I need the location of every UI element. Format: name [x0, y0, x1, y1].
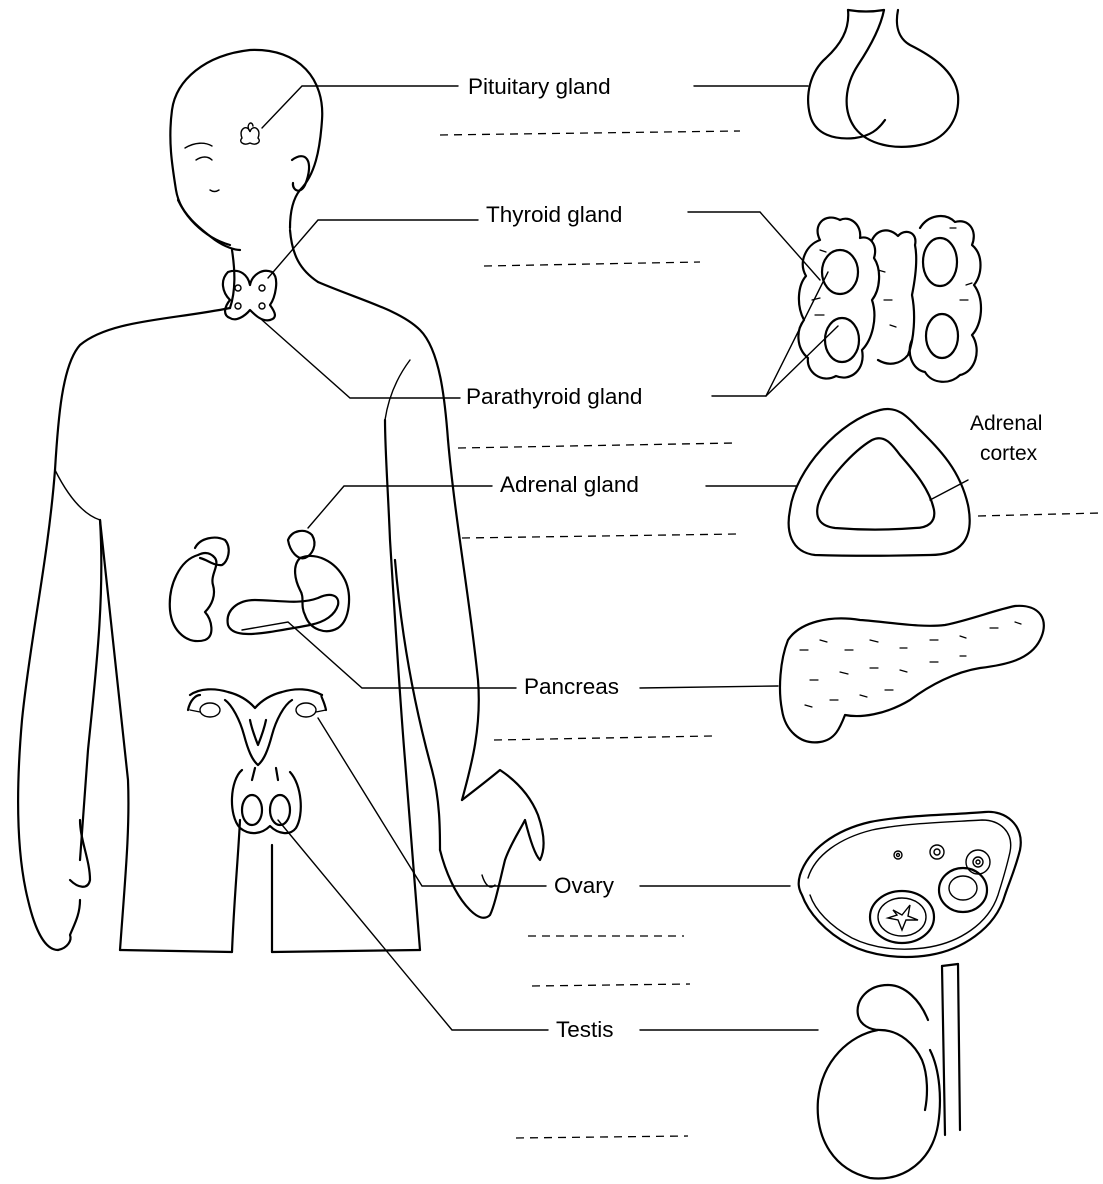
body-pancreas-illustration	[228, 595, 339, 634]
blank-testis	[516, 1136, 688, 1138]
testis-detail-illustration	[818, 964, 960, 1178]
pancreas-detail-illustration	[780, 606, 1044, 743]
blank-adrenal-cortex	[978, 513, 1100, 516]
pituitary-detail-illustration	[808, 10, 958, 147]
uterus-ovaries-illustration	[188, 689, 326, 765]
blank-thyroid	[484, 262, 700, 266]
label-thyroid-gland: Thyroid gland	[486, 202, 622, 227]
label-adrenal-cortex-line2: cortex	[980, 442, 1038, 465]
ovary-detail-illustration	[799, 812, 1021, 957]
thyroid-detail-illustration	[798, 216, 981, 382]
blank-parathyroid	[458, 443, 735, 448]
human-figure	[18, 50, 543, 952]
answer-blanks	[440, 131, 1100, 1138]
label-parathyroid-gland: Parathyroid gland	[466, 384, 642, 409]
label-pancreas: Pancreas	[524, 674, 619, 699]
label-ovary: Ovary	[554, 873, 615, 898]
blank-pituitary	[440, 131, 740, 135]
kidneys-illustration	[170, 531, 349, 641]
blank-pancreas	[494, 736, 712, 740]
label-testis: Testis	[556, 1017, 614, 1042]
gland-labels: Pituitary gland Thyroid gland Parathyroi…	[466, 74, 1042, 1042]
adrenal-detail-illustration	[789, 409, 970, 556]
body-testes-illustration	[232, 768, 301, 833]
blank-adrenal	[462, 534, 738, 538]
label-adrenal-cortex-line1: Adrenal	[970, 412, 1042, 435]
label-pituitary-gland: Pituitary gland	[468, 74, 611, 99]
label-adrenal-gland: Adrenal gland	[500, 472, 639, 497]
blank-ovary-2	[532, 984, 690, 986]
